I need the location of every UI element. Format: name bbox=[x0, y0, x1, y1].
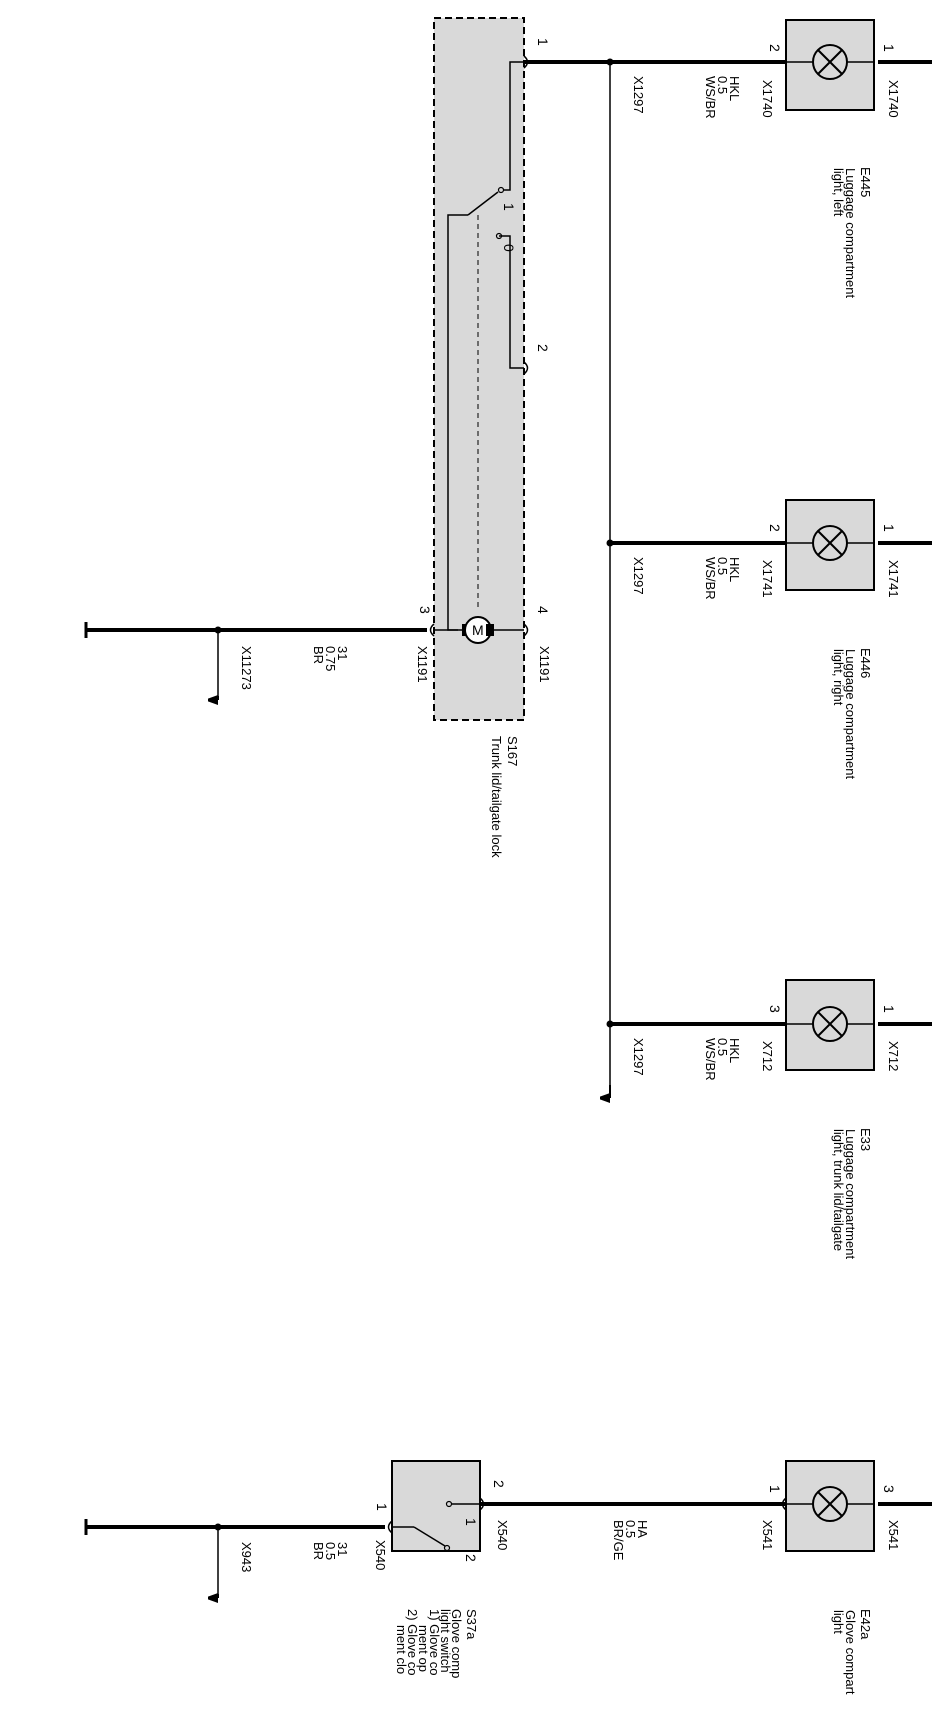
component-name: Glove compart bbox=[843, 1610, 858, 1695]
switch-position: 1 bbox=[463, 1518, 479, 1526]
component-note: ment clo bbox=[394, 1625, 409, 1674]
pin-label: 1 bbox=[767, 1485, 783, 1493]
lamp-body bbox=[785, 499, 875, 591]
connector-label: X1191 bbox=[537, 646, 552, 683]
pin-label: 1 bbox=[881, 44, 897, 52]
component-ref: S37a bbox=[464, 1609, 479, 1640]
wire-color: BR bbox=[311, 1542, 326, 1560]
lock-housing bbox=[433, 17, 525, 721]
splice-dot bbox=[606, 1020, 614, 1028]
pin-label: 2 bbox=[767, 44, 783, 52]
switch-body bbox=[391, 1460, 481, 1552]
wire-size: 0.75 bbox=[323, 646, 338, 671]
wire-color: BR bbox=[311, 646, 326, 664]
splice-label: X1297 bbox=[631, 76, 646, 114]
pin-label: 1 bbox=[881, 524, 897, 532]
switch-position: 2 bbox=[463, 1554, 479, 1562]
pin-label: 4 bbox=[535, 606, 551, 614]
connector-label: X541 bbox=[760, 1520, 775, 1550]
wire-function: 31 bbox=[335, 646, 350, 660]
pin-label: 1 bbox=[535, 38, 551, 46]
connector-label: X1741 bbox=[760, 560, 775, 598]
pin-label: 3 bbox=[417, 606, 433, 614]
switch-position: 1 bbox=[501, 203, 517, 211]
connector-label: X540 bbox=[495, 1520, 510, 1550]
splice-dot bbox=[606, 539, 614, 547]
switch-contact bbox=[467, 191, 499, 216]
switch-position: 0 bbox=[501, 244, 517, 252]
wire-color: BR/GE bbox=[611, 1520, 626, 1561]
connector-label: X712 bbox=[886, 1041, 901, 1071]
connector-label: X1741 bbox=[886, 560, 901, 598]
wire-function: HKL bbox=[727, 76, 742, 101]
component-ref: E33 bbox=[858, 1128, 873, 1151]
wire-labels: HKL 0.5 WS/BR X1297 HKL 0.5 WS/BR X1297 … bbox=[611, 76, 742, 1561]
lamp-body bbox=[785, 19, 875, 111]
connector-label: X540 bbox=[373, 1540, 388, 1570]
lamp-body bbox=[785, 1460, 875, 1552]
component-name: Trunk lid/tailgate lock bbox=[489, 736, 504, 858]
wire-function: 31 bbox=[335, 1542, 350, 1556]
component-name: Luggage compartment bbox=[843, 1129, 858, 1259]
wire-color: WS/BR bbox=[703, 1038, 718, 1081]
wire-size: 0.5 bbox=[715, 1038, 730, 1056]
component-ref: E446 bbox=[858, 648, 873, 678]
component-name: Luggage compartment bbox=[843, 168, 858, 298]
glove-switch-ground: 31 0.5 BR X943 bbox=[84, 1519, 385, 1598]
ground-point-label: X11273 bbox=[239, 646, 254, 690]
component-name: light, right bbox=[831, 649, 846, 706]
supply-wires bbox=[878, 60, 932, 1506]
wire-size: 0.5 bbox=[715, 76, 730, 94]
connector-label: X541 bbox=[886, 1520, 901, 1550]
wire-function: HKL bbox=[727, 1038, 742, 1063]
lamp-e33: 1 3 X712 X712 E33 Luggage compartment li… bbox=[760, 979, 901, 1259]
component-name: Glove comp bbox=[449, 1609, 464, 1678]
wire-size: 0.5 bbox=[323, 1542, 338, 1560]
component-name: light, left bbox=[831, 168, 846, 217]
pin-label: 3 bbox=[767, 1005, 783, 1013]
ground-point-label: X943 bbox=[239, 1542, 254, 1572]
component-name: light, trunk lid/tailgate bbox=[831, 1129, 846, 1251]
motor-symbol: M bbox=[472, 622, 484, 638]
connector-label: X712 bbox=[760, 1041, 775, 1071]
connector-label: X1191 bbox=[415, 646, 430, 683]
component-ref: S167 bbox=[505, 736, 520, 766]
pin-label: 2 bbox=[767, 524, 783, 532]
wire-function: HA bbox=[635, 1520, 650, 1538]
pin-label: 2 bbox=[491, 1480, 507, 1488]
component-ref: E445 bbox=[858, 167, 873, 197]
component-name: light bbox=[831, 1610, 846, 1634]
component-ref: E42a bbox=[858, 1609, 873, 1640]
trunk-lock-s167: M 1 2 3 4 1 0 X1191 X1191 S167 Trunk lid… bbox=[415, 17, 552, 858]
splice-label: X1297 bbox=[631, 1038, 646, 1076]
component-name: light switch bbox=[438, 1609, 453, 1673]
wire-size: 0.5 bbox=[715, 557, 730, 575]
component-note: 2) Glove co bbox=[405, 1609, 420, 1675]
pin-label: 1 bbox=[881, 1005, 897, 1013]
lamp-e42a: 3 1 X541 X541 E42a Glove compart light bbox=[760, 1460, 901, 1695]
lamp-e445: 1 2 X1740 X1740 E445 Luggage compartment… bbox=[760, 19, 901, 298]
pin-label: 3 bbox=[881, 1485, 897, 1493]
wire-color: WS/BR bbox=[703, 557, 718, 600]
pin-label: 1 bbox=[374, 1503, 390, 1511]
component-note: ment op bbox=[416, 1625, 431, 1672]
pin-label: 2 bbox=[535, 344, 551, 352]
splice-dot bbox=[606, 58, 614, 66]
component-name: Luggage compartment bbox=[843, 649, 858, 779]
wire-size: 0.5 bbox=[623, 1520, 638, 1538]
wire-function: HKL bbox=[727, 557, 742, 582]
glove-switch-s37a: 2 1 1 2 X540 X540 S37a Glove comp light … bbox=[373, 1460, 787, 1678]
trunk-lock-ground: 31 0.75 BR X11273 bbox=[84, 622, 427, 700]
wire-color: WS/BR bbox=[703, 76, 718, 119]
connector-label: X1740 bbox=[886, 80, 901, 118]
splice-label: X1297 bbox=[631, 557, 646, 595]
switch-contact bbox=[413, 1526, 446, 1547]
connector-label: X1740 bbox=[760, 80, 775, 118]
lamp-e446: 1 2 X1741 X1741 E446 Luggage compartment… bbox=[760, 499, 901, 779]
hkl-wires bbox=[530, 58, 786, 1099]
component-note: 1) Glove co bbox=[427, 1609, 442, 1675]
